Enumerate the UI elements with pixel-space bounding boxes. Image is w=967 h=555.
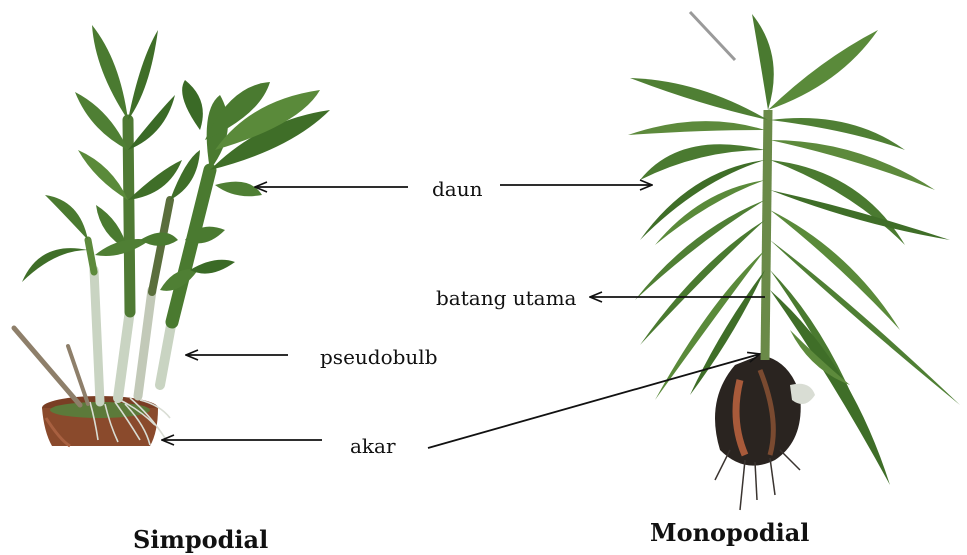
monopodial-plant	[628, 12, 960, 510]
hanger-wire	[690, 12, 735, 60]
label-daun: daun	[432, 179, 483, 199]
label-pseudobulb: pseudobulb	[320, 347, 438, 367]
arrow-akar-monopodial	[428, 354, 760, 448]
monopodial-root-ball	[715, 355, 815, 510]
caption-monopodial: Monopodial	[650, 521, 809, 545]
label-akar: akar	[350, 436, 396, 456]
simpodial-plant	[14, 25, 330, 446]
simpodial-leaves	[22, 25, 330, 291]
monopodial-main-stem	[765, 110, 768, 360]
simpodial-old-stems	[14, 328, 88, 405]
caption-simpodial: Simpodial	[133, 528, 268, 552]
label-batang-utama: batang utama	[436, 288, 576, 308]
